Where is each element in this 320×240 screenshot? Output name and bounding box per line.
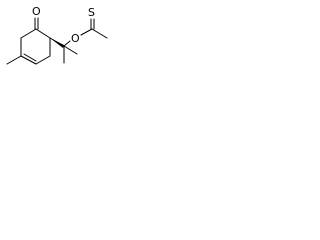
bond-ring-c1-c2 [20,28,37,39]
molecule-drawing: O O S [6,5,108,65]
bond-ring-double-inner [23,53,37,62]
molecule-canvas: O O S [0,0,116,78]
bond-ring-c4-c5 [35,55,51,65]
bond-acetyl-methyl [91,28,108,39]
bond-ring-methyl [6,55,22,65]
bond-quat-oxygen [63,40,71,47]
thione-sulfur-label: S [88,6,95,19]
bond-wedge-end [49,37,65,47]
ketone-oxygen-label: O [32,5,41,18]
ester-oxygen-label: O [71,32,80,45]
bond-quat-methyl-2 [63,45,78,55]
bond-ring-c2-c3 [35,28,51,39]
bond-oxygen-thiocarbon [80,28,93,36]
bond-ring-c5-c6 [20,55,37,65]
